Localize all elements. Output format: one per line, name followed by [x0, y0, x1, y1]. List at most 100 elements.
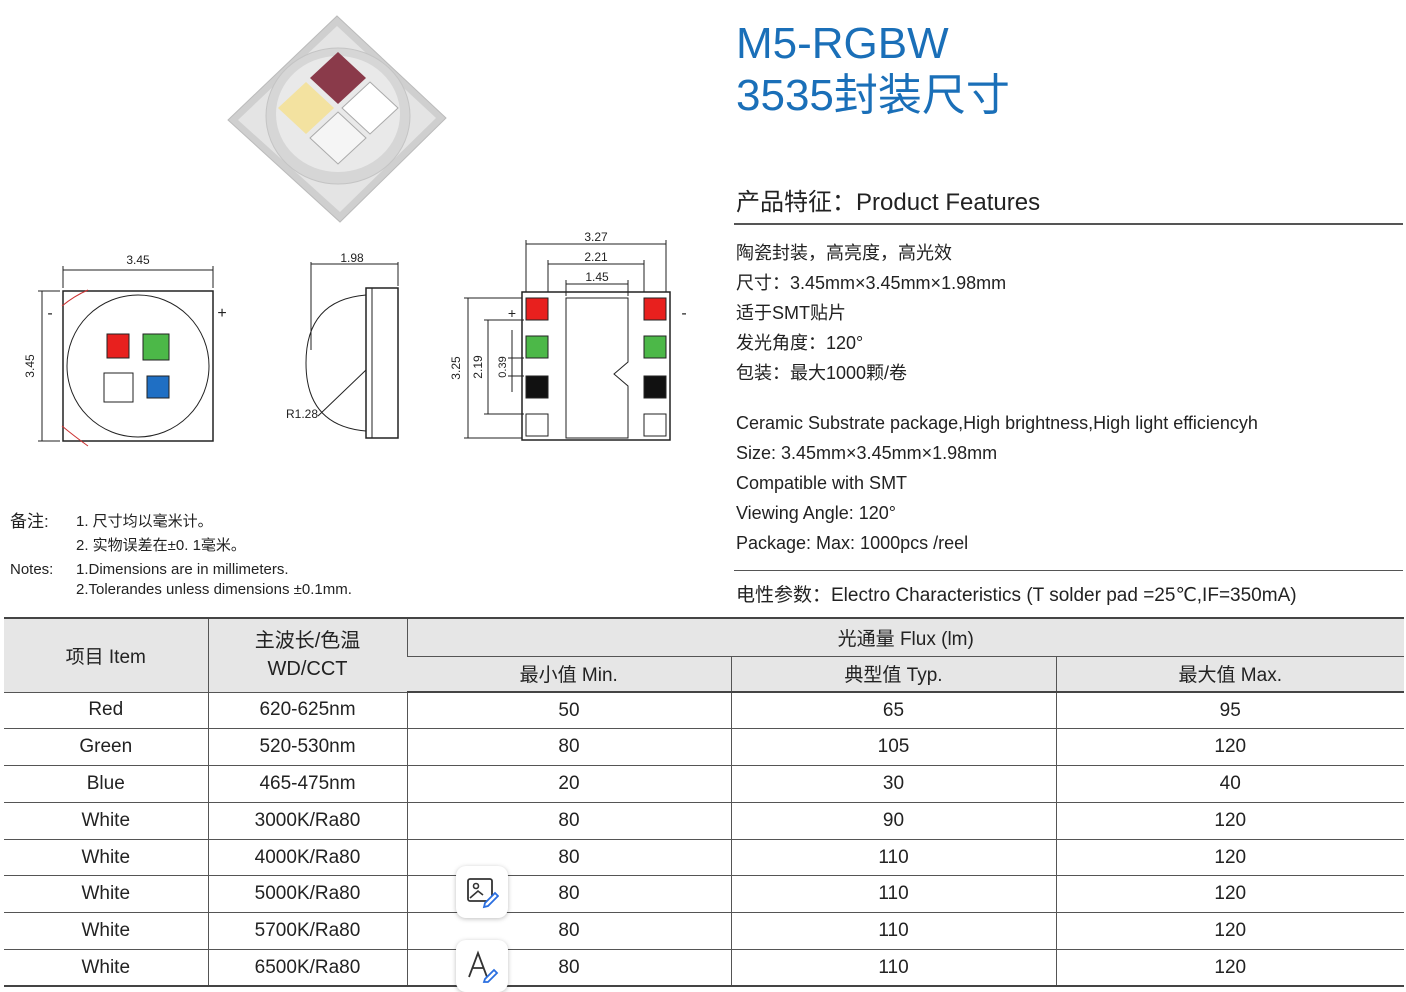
side-view-drawing [305, 262, 399, 439]
cell-max: 120 [1055, 802, 1404, 840]
cell-wd: 5000K/Ra80 [207, 875, 407, 914]
cell-min: 80 [406, 802, 731, 840]
note-cn-item: 2. 实物误差在±0. 1毫米。 [76, 537, 246, 554]
header-wd-cn: 主波长/色温 [254, 630, 361, 653]
dim-top-height: 3.45 [23, 354, 37, 378]
cell-wd: 6500K/Ra80 [207, 949, 407, 987]
cell-item: White [4, 912, 208, 951]
electro-characteristics-table: 项目 Item 主波长/色温 WD/CCT 光通量 Flux (lm) 最小值 … [4, 617, 1404, 988]
cell-max: 120 [1055, 875, 1404, 914]
product-photo [227, 15, 447, 223]
pad-view-drawing [464, 240, 671, 441]
text-edit-button[interactable] [456, 940, 508, 992]
features-heading: 产品特征：Product Features [736, 189, 1041, 216]
cell-wd: 465-475nm [207, 765, 407, 803]
notes-en-label: Notes: [10, 561, 54, 578]
header-max: 最大值 Max. [1055, 656, 1404, 693]
note-en-item: 1.Dimensions are in millimeters. [76, 561, 289, 578]
divider [734, 570, 1403, 571]
cell-typ: 65 [730, 692, 1056, 730]
header-wd-en: WD/CCT [267, 658, 348, 681]
feature-cn-item: 包装：最大1000颗/卷 [736, 363, 908, 383]
feature-en-item: Compatible with SMT [736, 473, 908, 493]
notes-cn-label: 备注: [10, 512, 49, 531]
cell-min: 20 [406, 765, 731, 803]
cell-min: 50 [406, 692, 731, 730]
cell-typ: 110 [730, 912, 1056, 951]
cell-typ: 110 [730, 949, 1056, 987]
cell-typ: 110 [730, 875, 1056, 914]
note-en-item: 2.Tolerandes unless dimensions ±0.1mm. [76, 581, 352, 598]
cell-max: 120 [1055, 949, 1404, 987]
feature-cn-item: 陶瓷封装，高亮度，高光效 [736, 243, 952, 263]
dim-pad-height-2: 2.19 [471, 355, 485, 379]
minus-sign: - [47, 305, 52, 322]
cell-item: White [4, 802, 208, 840]
cell-typ: 90 [730, 802, 1056, 840]
pad-minus-sign: - [681, 305, 686, 322]
dim-top-width: 3.45 [126, 253, 150, 267]
cell-wd: 3000K/Ra80 [207, 802, 407, 840]
cell-item: White [4, 949, 208, 987]
cell-wd: 5700K/Ra80 [207, 912, 407, 951]
cell-wd: 4000K/Ra80 [207, 839, 407, 877]
cell-item: Green [4, 728, 208, 767]
note-cn-item: 1. 尺寸均以毫米计。 [76, 513, 213, 530]
feature-en-item: Viewing Angle: 120° [736, 503, 896, 523]
plus-sign: + [217, 305, 226, 322]
dim-pad-width-2: 2.21 [584, 250, 608, 264]
cell-item: White [4, 875, 208, 914]
electro-heading: 电性参数：Electro Characteristics (T solder p… [736, 585, 1297, 606]
dim-pad-width-1: 3.27 [584, 230, 608, 244]
cell-max: 95 [1055, 692, 1404, 730]
header-min: 最小值 Min. [407, 656, 731, 693]
dim-pad-width-3: 1.45 [585, 270, 609, 284]
cell-min: 80 [406, 839, 731, 877]
text-edit-icon [468, 950, 499, 983]
cell-min: 80 [406, 728, 731, 767]
title-line-2: 3535封装尺寸 [736, 71, 1010, 120]
divider [734, 223, 1403, 225]
feature-en-item: Size: 3.45mm×3.45mm×1.98mm [736, 443, 998, 463]
feature-cn-item: 尺寸：3.45mm×3.45mm×1.98mm [736, 273, 1007, 293]
dim-side-width: 1.98 [340, 251, 364, 265]
dim-pad-height-1: 3.25 [449, 356, 463, 380]
title-line-1: M5-RGBW [736, 19, 949, 68]
cell-max: 120 [1055, 912, 1404, 951]
package-drawings: 3.45 3.45 - + 1.98 R1.28 3.2 [23, 15, 687, 447]
cell-wd: 620-625nm [207, 692, 407, 730]
cell-item: Blue [4, 765, 208, 803]
top-view-drawing [38, 266, 214, 447]
page-title: M5-RGBW 3535封装尺寸 [736, 18, 1010, 122]
cell-max: 120 [1055, 728, 1404, 767]
feature-en-item: Ceramic Substrate package,High brightnes… [736, 413, 1258, 433]
header-wd: 主波长/色温 WD/CCT [207, 618, 407, 693]
cell-max: 120 [1055, 839, 1404, 877]
header-typ: 典型值 Typ. [730, 656, 1056, 693]
cell-typ: 30 [730, 765, 1056, 803]
cell-max: 40 [1055, 765, 1404, 803]
feature-cn-item: 适于SMT贴片 [736, 303, 846, 323]
cell-min: 80 [406, 912, 731, 951]
cell-wd: 520-530nm [207, 728, 407, 767]
feature-en-item: Package: Max: 1000pcs /reel [736, 533, 969, 553]
cell-typ: 110 [730, 839, 1056, 877]
image-edit-icon [467, 878, 499, 909]
header-item: 项目 Item [4, 618, 208, 693]
dim-radius: R1.28 [286, 407, 318, 421]
cell-item: Red [4, 692, 208, 730]
features-en-list: Ceramic Substrate package,High brightnes… [736, 408, 1258, 558]
dim-pad-height-3: 0.39 [497, 356, 509, 377]
image-edit-button[interactable] [456, 866, 508, 918]
cell-typ: 105 [730, 728, 1056, 767]
features-cn-list: 陶瓷封装，高亮度，高光效 尺寸：3.45mm×3.45mm×1.98mm 适于S… [736, 238, 1006, 388]
header-flux: 光通量 Flux (lm) [406, 618, 1404, 657]
